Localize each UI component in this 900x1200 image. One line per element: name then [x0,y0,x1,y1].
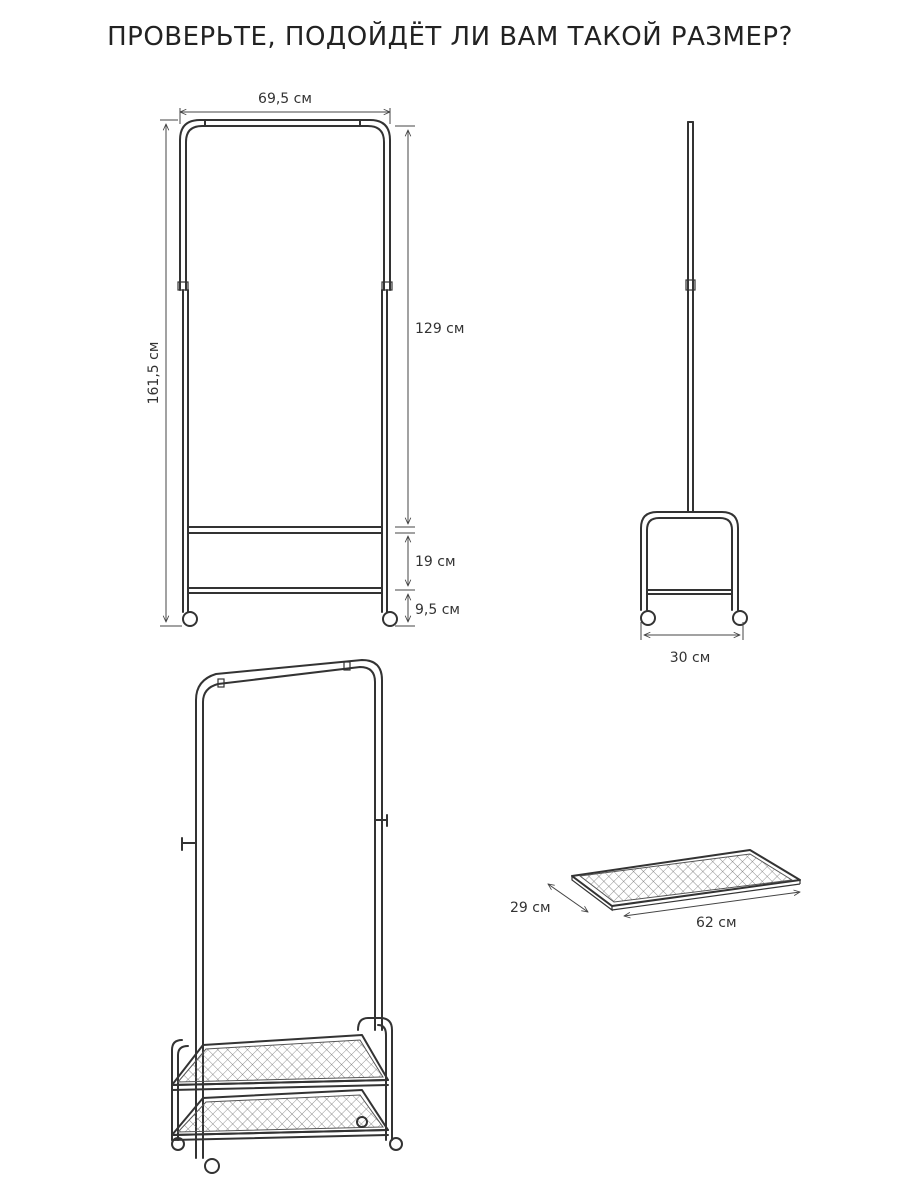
wheel-clearance-label: 9,5 см [415,602,460,618]
total-height-label: 161,5 см [146,342,162,405]
shelf-detail: 29 см 62 см [510,849,800,931]
width-label: 69,5 см [258,91,312,107]
lower-section-label: 19 см [415,554,456,570]
side-view: 30 см [640,121,748,666]
depth-label: 30 см [670,650,711,666]
shelf-length-label: 62 см [696,915,737,931]
bar-height-label: 129 см [415,321,464,337]
page-title: ПРОВЕРЬТЕ, ПОДОЙДЁТ ЛИ ВАМ ТАКОЙ РАЗМЕР? [107,22,793,52]
shelf-depth-label: 29 см [510,900,551,916]
perspective-view [171,659,403,1174]
front-view: 69,5 см 161,5 см 129 см 19 см 9,5 см [146,91,464,627]
